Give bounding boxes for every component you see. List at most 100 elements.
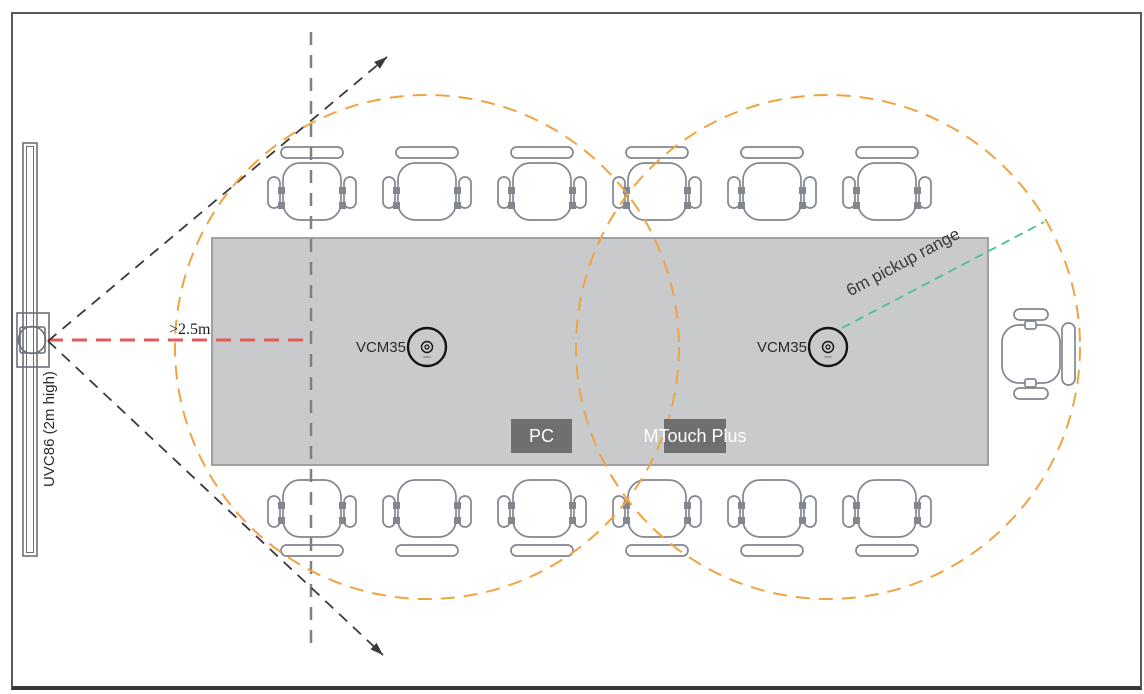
chair-arm-tab [1024,378,1037,388]
mic-outer-ring [406,326,448,368]
chair-backrest [740,146,804,159]
chair-arm-tab [853,502,860,509]
pickup-range-circle [174,94,680,600]
chair-backrest [395,146,459,159]
chair-seat [512,479,572,538]
chair-arm-tab [339,502,346,509]
chair-arm-tab [278,202,285,209]
chair-arm-tab [914,517,921,524]
chair-armrest [612,495,626,528]
chair-backrest [1061,322,1076,386]
chair-arm-tab [914,202,921,209]
tv-display [22,142,38,557]
chair-arm-tab [684,187,691,194]
chair-arm-tab [684,502,691,509]
chair-backrest [395,544,459,557]
chair-arm-tab [914,187,921,194]
chair-arm-tab [623,502,630,509]
display-and-camera [16,142,50,557]
chair-end [1001,308,1076,400]
chair-armrest [343,495,357,528]
chair-arm-tab [508,517,515,524]
chair-seat [1001,324,1061,384]
fov-arrowhead [374,57,387,69]
chair-bottom [842,479,932,557]
chair-arm-tab [1024,320,1037,330]
chair-arm-tab [738,502,745,509]
chair-armrest [688,495,702,528]
chair-arm-tab [738,202,745,209]
chair-top [727,146,817,221]
pickup-range-circle [575,94,1081,600]
chair-backrest [510,544,574,557]
chair-arm-tab [799,502,806,509]
chair-bottom [727,479,817,557]
chair-arm-tab [278,187,285,194]
chair-armrest [267,495,281,528]
chair-seat [512,162,572,221]
chair-top [497,146,587,221]
chair-arm-tab [623,202,630,209]
chair-arm-tab [393,187,400,194]
chair-arm-tab [623,517,630,524]
chair-arm-tab [738,517,745,524]
chair-armrest [842,495,856,528]
chair-seat [742,162,802,221]
chair-arm-tab [339,517,346,524]
chair-arm-tab [454,502,461,509]
mic2-label: VCM35 [756,339,807,356]
chair-backrest [510,146,574,159]
chair-arm-tab [799,187,806,194]
chair-arm-tab [339,202,346,209]
pickup-range-line [841,221,1045,329]
chair-arm-tab [569,187,576,194]
chair-top [267,146,357,221]
chair-arm-tab [853,187,860,194]
chair-seat [857,479,917,538]
chair-arm-tab [454,202,461,209]
chair-arm-tab [508,202,515,209]
chair-top [382,146,472,221]
mic-outer-ring [807,326,849,368]
chair-arm-tab [853,202,860,209]
pc-box: PC [511,419,572,453]
vcm35-mic-icon [807,326,849,368]
chair-backrest [740,544,804,557]
chair-seat [627,162,687,221]
chair-arm-tab [508,502,515,509]
chair-arm-tab [393,202,400,209]
chair-arm-tab [393,502,400,509]
mic-mute-button [825,344,831,350]
chair-arm-tab [454,187,461,194]
mic-brand-mark [824,356,832,358]
fov-arrowhead [370,642,383,655]
chair-armrest [497,495,511,528]
chair-armrest [573,495,587,528]
fov-line [47,340,384,656]
chair-arm-tab [278,502,285,509]
conference-table [211,237,989,466]
chair-bottom [612,479,702,557]
chair-arm-tab [799,517,806,524]
mic1-label: VCM35 [355,339,406,356]
chair-seat [627,479,687,538]
chair-seat [282,479,342,538]
chair-bottom [497,479,587,557]
min-distance-label: >2.5m [169,321,211,338]
chair-seat [397,162,457,221]
chair-arm-tab [799,202,806,209]
chair-arm-tab [454,517,461,524]
chair-backrest [625,146,689,159]
chair-arm-tab [569,202,576,209]
chair-arm-tab [684,202,691,209]
mic-brand-mark [423,356,431,358]
chair-arm-tab [569,517,576,524]
chair-top [842,146,932,221]
chair-arm-tab [278,517,285,524]
chair-armrest [458,495,472,528]
mic-mute-ring [420,340,434,354]
chair-armrest [803,495,817,528]
chair-seat [857,162,917,221]
